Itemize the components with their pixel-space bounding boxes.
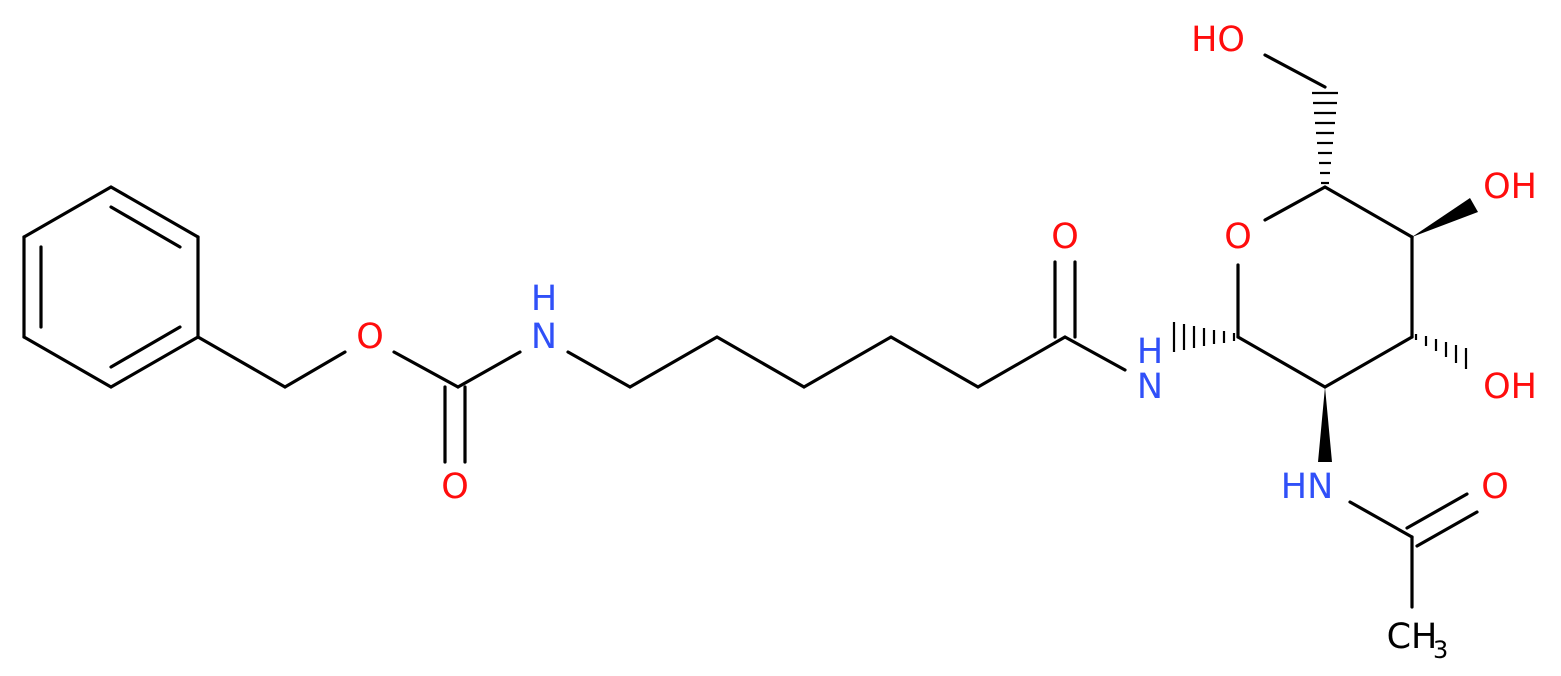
bond <box>889 335 980 389</box>
bond <box>109 185 200 239</box>
amide-carbonyl-oxygen-label: O <box>1051 217 1079 257</box>
bond <box>628 335 719 389</box>
bond <box>1236 335 1327 389</box>
bond <box>1063 335 1127 372</box>
bond <box>22 185 113 239</box>
ring-oxygen-label: O <box>1224 217 1252 257</box>
bond <box>566 350 632 389</box>
c4-hydroxyl-label: OH <box>1483 167 1537 207</box>
benzene-ring <box>22 185 200 389</box>
glycosyl-amide-nitrogen-h-label: H <box>1137 332 1163 372</box>
bond <box>1348 500 1414 539</box>
glycosyl-amide-nitrogen-label: N <box>1137 367 1163 407</box>
hydroxymethyl-hydroxyl-label: HO <box>1191 20 1245 60</box>
bond-inner <box>109 325 182 369</box>
pyranose-ring <box>1236 185 1414 389</box>
bond <box>715 335 806 389</box>
bond <box>976 335 1067 389</box>
acetamido-nitrogen-label: HN <box>1281 467 1334 507</box>
bond <box>1405 492 1469 530</box>
bond <box>1415 510 1479 548</box>
bond <box>196 335 287 389</box>
bond <box>1263 185 1327 222</box>
bond <box>1323 185 1414 239</box>
bond <box>802 335 893 389</box>
hashed-bond-c1-n <box>1172 322 1236 352</box>
hydroxymethyl-group <box>1263 53 1338 185</box>
wedge-bond-c4-oh <box>1412 198 1478 237</box>
acetyl-carbonyl-oxygen-label: O <box>1481 467 1509 507</box>
carbamate-ester-oxygen-label: O <box>356 317 384 357</box>
bond <box>392 350 460 389</box>
carbamate-group <box>196 335 522 464</box>
carbamate-nitrogen-h-label: H <box>531 279 557 319</box>
acetyl-group <box>1348 492 1479 609</box>
carbamate-nitrogen-label: N <box>531 317 557 357</box>
bond <box>22 335 113 389</box>
wedge-bond-c2-n <box>1318 387 1332 462</box>
bond <box>109 335 200 389</box>
methyl-subscript-label: 3 <box>1433 636 1448 664</box>
bond <box>283 350 347 389</box>
bond <box>1263 53 1327 89</box>
c3-hydroxyl-label: OH <box>1483 367 1537 407</box>
methyl-carbon-label: CH <box>1387 617 1438 657</box>
bond-inner <box>109 205 182 249</box>
alkyl-chain <box>566 260 1127 389</box>
carbamate-carbonyl-oxygen-label: O <box>441 467 469 507</box>
hashed-bond-c3-oh <box>1414 334 1468 369</box>
bond <box>1323 335 1414 389</box>
bond <box>456 350 522 389</box>
